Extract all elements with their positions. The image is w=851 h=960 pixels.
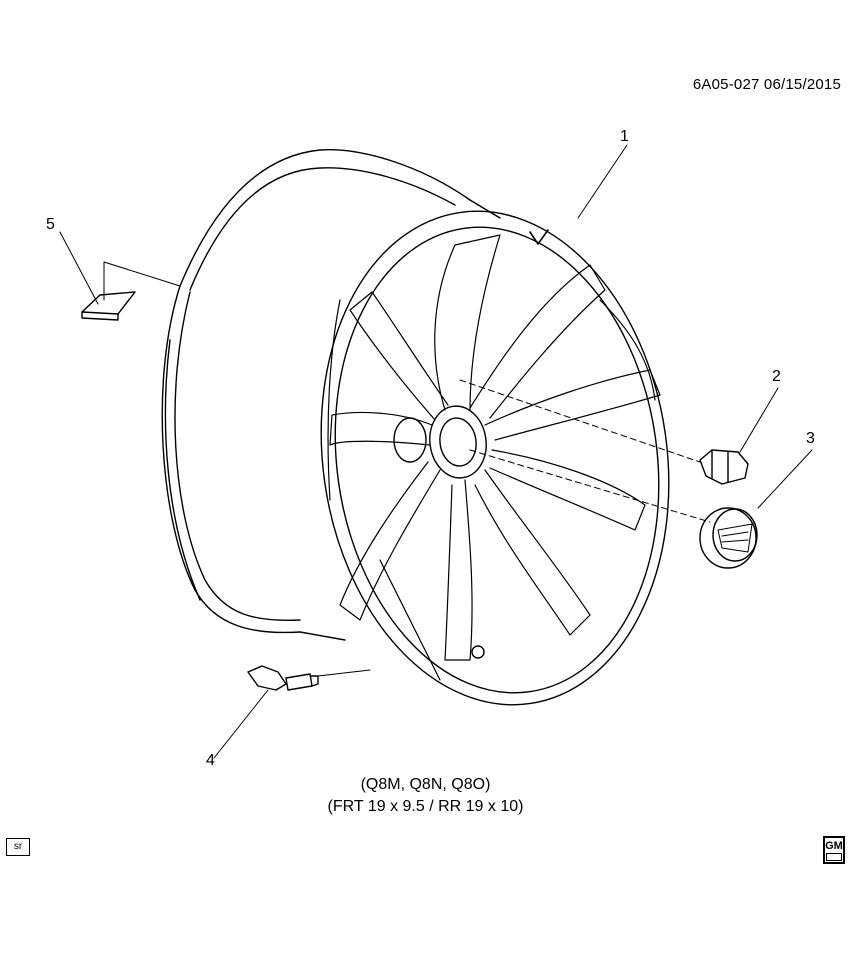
v-badge-icon bbox=[529, 229, 549, 245]
tpms-sensor-icon bbox=[247, 665, 319, 691]
caption-option-codes: (Q8M, Q8N, Q8O) bbox=[360, 776, 491, 793]
wheel-barrel bbox=[161, 148, 501, 641]
valve-hole-icon bbox=[471, 645, 485, 659]
sr-badge: sr bbox=[6, 838, 30, 856]
callout-3: 3 bbox=[806, 430, 815, 447]
wheel-spokes bbox=[327, 234, 661, 681]
caption-wheel-sizes: (FRT 19 x 9.5 / RR 19 x 10) bbox=[327, 798, 524, 815]
gm-logo-icon: GM bbox=[823, 836, 845, 864]
diagram-reference: 6A05-027 06/15/2015 bbox=[692, 76, 841, 93]
callout-1: 1 bbox=[620, 128, 629, 145]
leader-lines bbox=[59, 144, 813, 759]
callout-5: 5 bbox=[46, 216, 55, 233]
callout-2: 2 bbox=[772, 368, 781, 385]
wheel-face bbox=[320, 210, 670, 706]
callout-4: 4 bbox=[206, 752, 215, 769]
balance-weight-icon bbox=[81, 291, 136, 321]
lug-nut-icon bbox=[699, 449, 749, 485]
center-cap-icon bbox=[699, 507, 758, 569]
